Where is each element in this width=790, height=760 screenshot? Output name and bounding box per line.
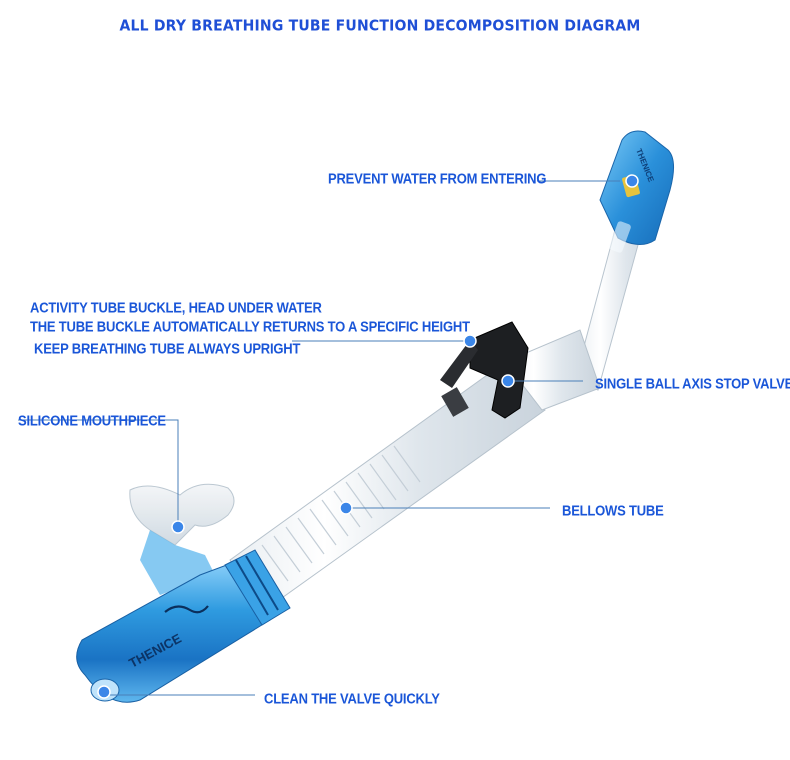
label-mouthpiece: SILICONE MOUTHPIECE	[18, 412, 166, 429]
diagram-title: ALL DRY BREATHING TUBE FUNCTION DECOMPOS…	[119, 17, 641, 35]
tube-buckle	[440, 321, 529, 419]
label-buckle-line-3: KEEP BREATHING TUBE ALWAYS UPRIGHT	[34, 340, 301, 357]
purge-valve-housing: THENICE	[76, 549, 291, 703]
callout-lines	[18, 180, 620, 696]
label-buckle-line-1: ACTIVITY TUBE BUCKLE, HEAD UNDER WATER	[30, 299, 322, 316]
label-bellows: BELLOWS TUBE	[562, 502, 664, 519]
dry-top-valve: THENICE	[599, 130, 674, 253]
callout-dots	[97, 174, 639, 699]
label-buckle-line-2: THE TUBE BUCKLE AUTOMATICALLY RETURNS TO…	[30, 318, 470, 335]
label-clean-valve: CLEAN THE VALVE QUICKLY	[264, 690, 440, 707]
label-stop-valve: SINGLE BALL AXIS STOP VALVE	[595, 375, 790, 392]
main-tube	[229, 329, 601, 611]
label-prevent-water: PREVENT WATER FROM ENTERING	[328, 170, 547, 187]
bellows-ridges	[261, 445, 421, 582]
